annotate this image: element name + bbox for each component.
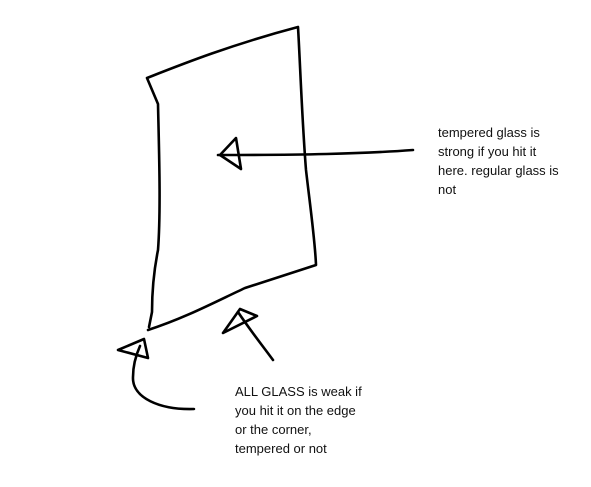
note-line: here. regular glass is: [438, 163, 559, 178]
note-line: ALL GLASS is weak if: [235, 384, 362, 399]
note-line: strong if you hit it: [438, 144, 537, 159]
center-arrow-shaft: [216, 148, 415, 157]
corner-arrow-head: [116, 337, 150, 360]
edge-arrow-head: [221, 307, 259, 335]
center-strength-note: tempered glass is strong if you hit it h…: [438, 123, 559, 199]
note-line: or the corner,: [235, 422, 312, 437]
glass-pane-outline: [145, 25, 318, 332]
edge-arrow-shaft: [236, 310, 275, 362]
note-line: tempered glass is: [438, 125, 540, 140]
note-line: tempered or not: [235, 441, 327, 456]
edge-weakness-note: ALL GLASS is weak if you hit it on the e…: [235, 382, 362, 458]
note-line: you hit it on the edge: [235, 403, 356, 418]
center-arrow-head: [218, 136, 243, 171]
note-line: not: [438, 182, 457, 197]
